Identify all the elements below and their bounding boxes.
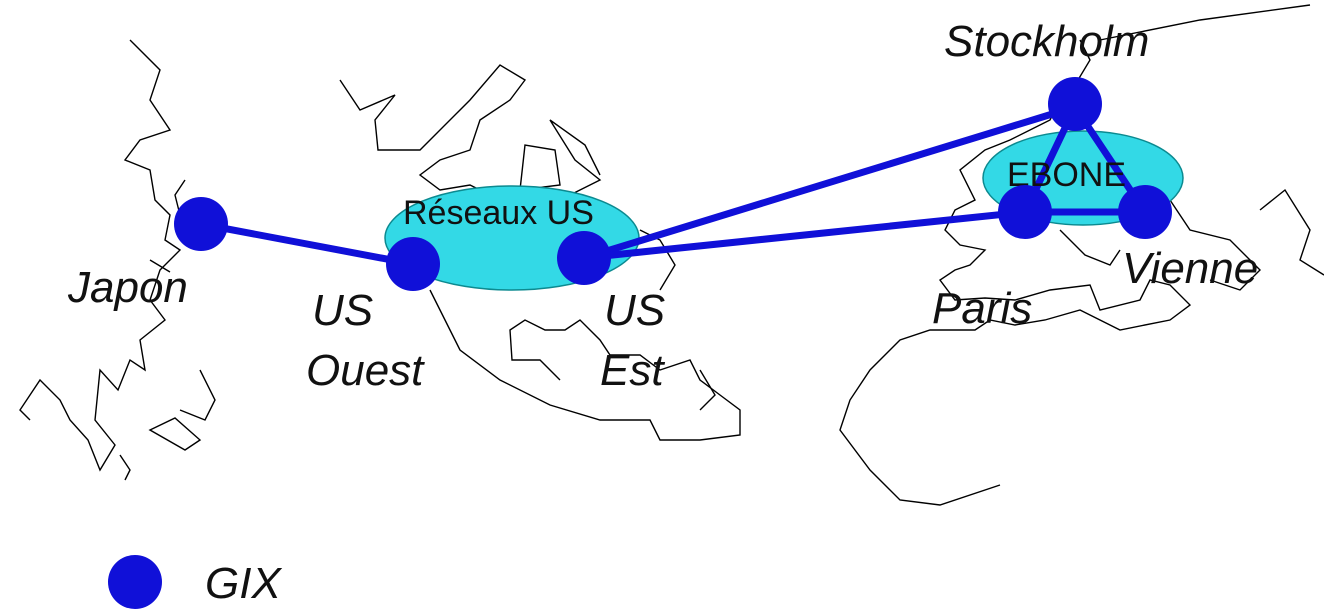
label-us-est-line2: Est bbox=[600, 346, 665, 395]
link-japon-usouest bbox=[197, 220, 417, 268]
coast-europe bbox=[839, 39, 1192, 506]
label-japon: Japon bbox=[67, 263, 188, 312]
legend-label: GIX bbox=[205, 559, 282, 608]
node-us-est bbox=[557, 231, 611, 285]
coast-japan-islands bbox=[119, 179, 216, 481]
label-vienne: Vienne bbox=[1122, 244, 1258, 293]
label-us-ouest-line1: US bbox=[312, 286, 373, 335]
node-us-ouest bbox=[386, 237, 440, 291]
node-paris bbox=[998, 185, 1052, 239]
node-vienne bbox=[1118, 185, 1172, 239]
coast-north-america bbox=[339, 64, 741, 441]
legend-gix-node-icon bbox=[108, 555, 162, 609]
coast-europe-east bbox=[1059, 4, 1324, 291]
coastlines bbox=[19, 4, 1324, 506]
node-japon bbox=[174, 197, 228, 251]
label-us-est-line1: US bbox=[604, 286, 665, 335]
node-stockholm bbox=[1048, 77, 1102, 131]
gix-nodes bbox=[174, 77, 1172, 291]
link-usest-paris bbox=[580, 208, 1029, 262]
legend: GIX bbox=[108, 555, 282, 609]
label-stockholm: Stockholm bbox=[944, 17, 1149, 66]
label-us-ouest-line2: Ouest bbox=[306, 346, 425, 395]
link-usest-stockholm bbox=[580, 103, 1079, 262]
cloud-label-reseaux-us: Réseaux US bbox=[403, 194, 594, 232]
coast-japan bbox=[19, 39, 182, 472]
label-paris: Paris bbox=[932, 284, 1032, 333]
